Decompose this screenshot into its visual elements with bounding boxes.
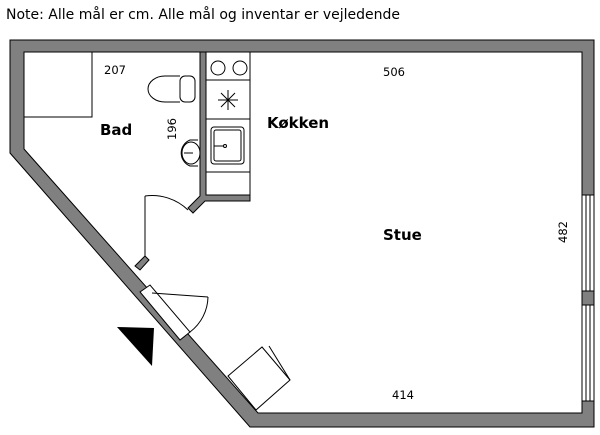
exterior-walls bbox=[9, 39, 595, 428]
window-upper bbox=[581, 194, 595, 292]
room-label-kokken: Køkken bbox=[267, 114, 329, 132]
dimension-bottom-width: 414 bbox=[392, 388, 414, 402]
kitchen-counter bbox=[205, 51, 251, 196]
entrance-arrow-icon bbox=[117, 327, 154, 366]
fan-icon bbox=[218, 90, 238, 110]
furniture-chair bbox=[227, 345, 291, 411]
dimension-bad-depth: 196 bbox=[165, 118, 179, 140]
plan-note: Note: Alle mål er cm. Alle mål og invent… bbox=[6, 7, 401, 23]
wash-basin-icon bbox=[180, 139, 201, 167]
bathroom-door[interactable] bbox=[144, 195, 189, 256]
room-label-stue: Stue bbox=[383, 226, 422, 244]
dimension-right-height: 482 bbox=[556, 221, 570, 243]
dimension-bad-width: 207 bbox=[104, 63, 126, 77]
toilet-icon bbox=[147, 75, 196, 103]
room-label-bad: Bad bbox=[100, 121, 132, 139]
dimension-top-width: 506 bbox=[383, 65, 405, 79]
kitchen-sink-icon bbox=[210, 126, 245, 165]
shower-area bbox=[23, 51, 93, 118]
bathroom-wall-stub bbox=[134, 255, 150, 271]
entrance-door[interactable] bbox=[139, 284, 209, 341]
stove-icon bbox=[210, 60, 248, 76]
window-lower bbox=[581, 304, 595, 402]
